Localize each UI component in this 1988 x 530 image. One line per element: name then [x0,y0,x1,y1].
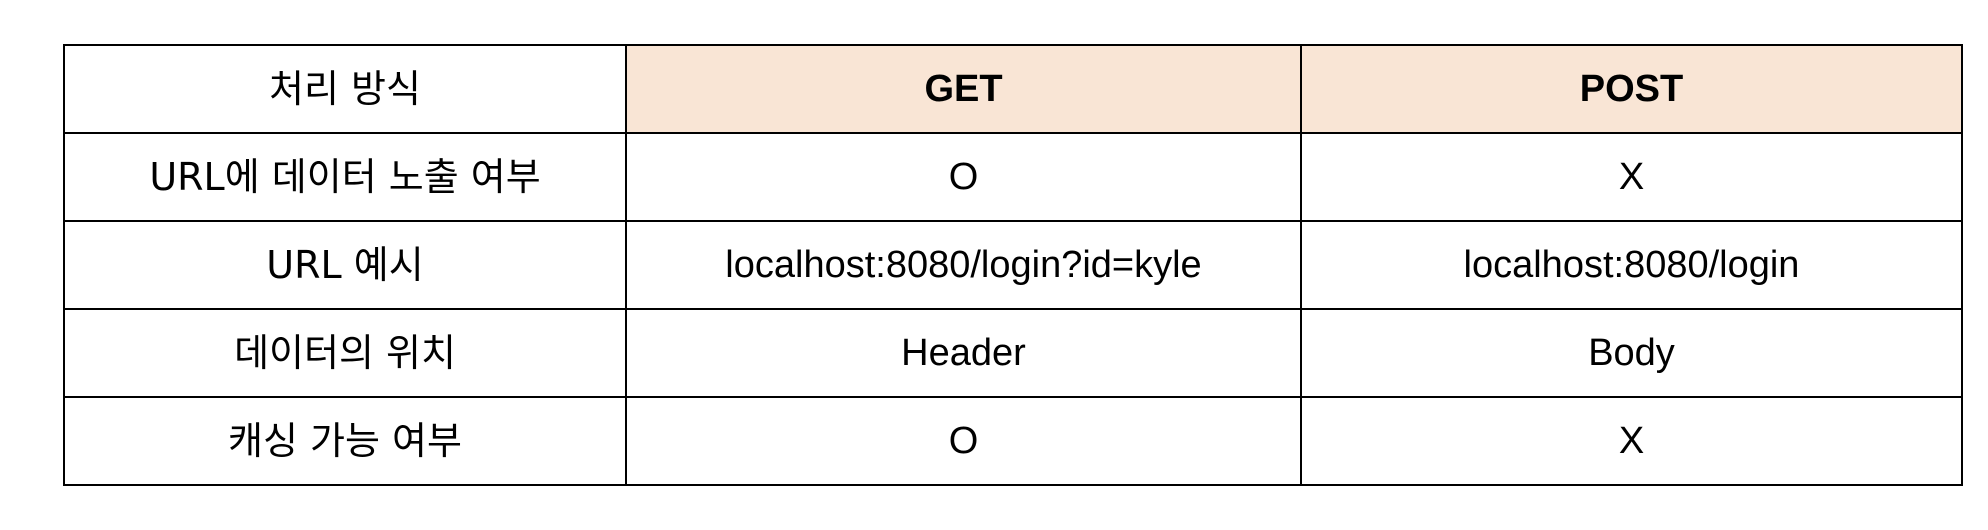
get-cell: O [625,396,1302,486]
post-cell: X [1300,132,1963,222]
row-label: URL 예시 [63,220,627,310]
get-cell: Header [625,308,1302,398]
header-get: GET [625,44,1302,134]
header-processing-method: 처리 방식 [63,44,627,134]
row-label: 캐싱 가능 여부 [63,396,627,486]
post-cell: X [1300,396,1963,486]
row-label: URL에 데이터 노출 여부 [63,132,627,222]
post-cell: localhost:8080/login [1300,220,1963,310]
get-post-comparison-table: 처리 방식 GET POST URL에 데이터 노출 여부 O X URL 예시… [63,44,1963,486]
post-cell: Body [1300,308,1963,398]
table-header-row: 처리 방식 GET POST [63,44,1963,134]
row-label: 데이터의 위치 [63,308,627,398]
get-cell: O [625,132,1302,222]
table-row-data-location: 데이터의 위치 Header Body [63,308,1963,398]
get-cell: localhost:8080/login?id=kyle [625,220,1302,310]
table-row-url-exposure: URL에 데이터 노출 여부 O X [63,132,1963,222]
table-row-caching: 캐싱 가능 여부 O X [63,396,1963,486]
table-row-url-example: URL 예시 localhost:8080/login?id=kyle loca… [63,220,1963,310]
header-post: POST [1300,44,1963,134]
